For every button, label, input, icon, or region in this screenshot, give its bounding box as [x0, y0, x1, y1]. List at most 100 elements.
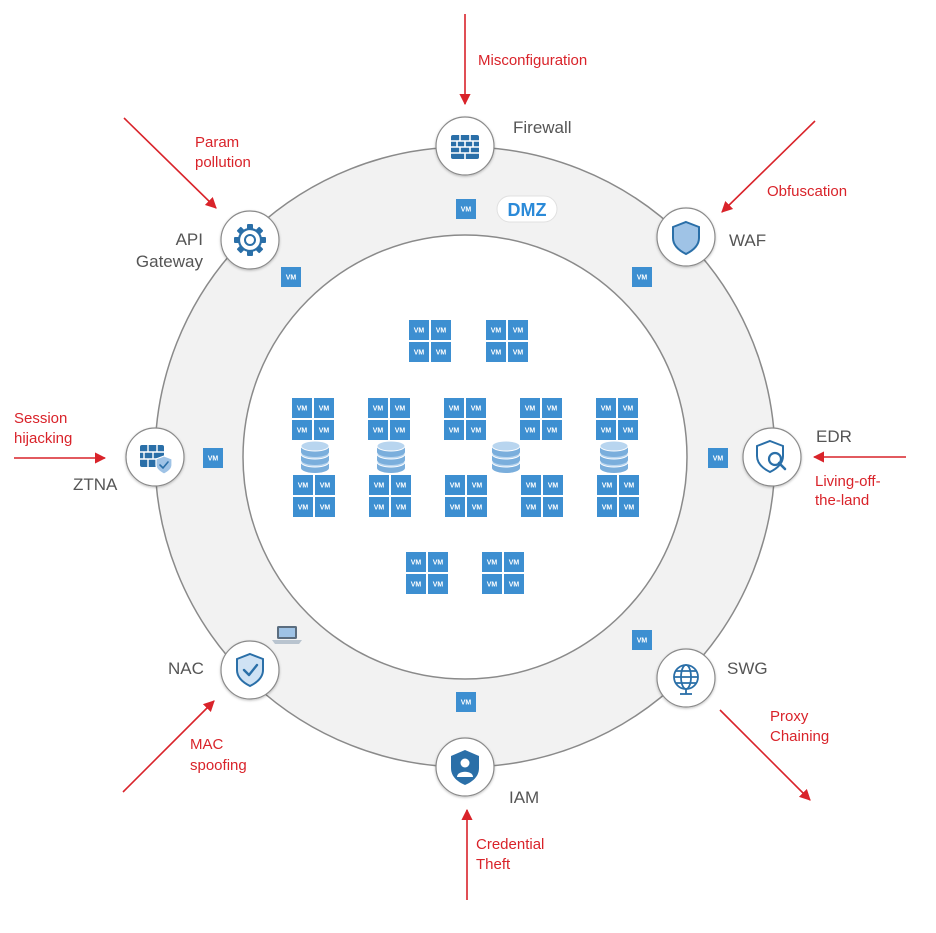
- vm-label: VM: [395, 406, 406, 413]
- vm-label: VM: [461, 700, 472, 707]
- shield-search-icon: [756, 439, 787, 474]
- vm-label: VM: [623, 428, 634, 435]
- node-nac[interactable]: [220, 640, 280, 700]
- attack-proxy-chaining-line2: Chaining: [770, 728, 829, 745]
- node-swg[interactable]: [656, 648, 716, 708]
- vm-tile: VM: [467, 475, 487, 495]
- vm-tile: VM: [543, 475, 563, 495]
- node-firewall[interactable]: [435, 116, 495, 176]
- vm-label: VM: [449, 428, 460, 435]
- shield-icon: [672, 220, 700, 256]
- label-edr: EDR: [816, 427, 852, 446]
- vm-tile: VM: [391, 475, 411, 495]
- vm-tile: VM: [369, 475, 389, 495]
- vm-tile: VM: [619, 475, 639, 495]
- node-api-gateway[interactable]: [220, 210, 280, 270]
- internal-databases: [300, 440, 629, 473]
- vm-label: VM: [436, 350, 447, 357]
- vm-tile: VM: [445, 475, 465, 495]
- vm-label: VM: [297, 428, 308, 435]
- node-waf[interactable]: [656, 207, 716, 267]
- vm-label: VM: [411, 582, 422, 589]
- vm-label: VM: [472, 483, 483, 490]
- vm-tile: VM: [406, 574, 426, 594]
- vm-label: VM: [487, 582, 498, 589]
- vm-tile: VM: [504, 574, 524, 594]
- vm-label: VM: [436, 328, 447, 335]
- vm-tile: VM: [444, 398, 464, 418]
- firewall-brick-icon: [451, 135, 479, 159]
- vm-tile: VM: [314, 420, 334, 440]
- vm-tile: VM: [618, 420, 638, 440]
- vm-tile: VM: [292, 420, 312, 440]
- vm-label: VM: [509, 582, 520, 589]
- vm-label: VM: [602, 483, 613, 490]
- vm-label: VM: [547, 406, 558, 413]
- vm-label: VM: [509, 560, 520, 567]
- vm-label: VM: [411, 560, 422, 567]
- vm-tile: VM: [293, 475, 313, 495]
- attack-living-off-the-land-line2: the-land: [815, 492, 869, 509]
- node-iam[interactable]: [435, 737, 495, 797]
- database-icon: [491, 440, 521, 473]
- vm-tile: VM: [314, 398, 334, 418]
- vm-tile: VM: [444, 420, 464, 440]
- vm-tile: VM: [315, 497, 335, 517]
- vm-tile: VM: [431, 320, 451, 340]
- label-api-gateway-line1: API: [176, 230, 203, 249]
- label-swg: SWG: [727, 659, 768, 678]
- attack-credential-theft-line2: Theft: [476, 856, 511, 873]
- arrow-obfuscation: [721, 120, 816, 213]
- vm-label: VM: [471, 428, 482, 435]
- vm-label: VM: [461, 207, 472, 214]
- vm-label: VM: [373, 428, 384, 435]
- label-iam: IAM: [509, 788, 539, 807]
- label-firewall: Firewall: [513, 118, 572, 137]
- ring-vm: VM: [708, 448, 728, 468]
- attack-session-hijacking-line1: Session: [14, 410, 67, 427]
- vm-tile: VM: [486, 320, 506, 340]
- vm-tile: VM: [315, 475, 335, 495]
- vm-label: VM: [471, 406, 482, 413]
- vm-tile: VM: [445, 497, 465, 517]
- vm-label: VM: [601, 428, 612, 435]
- dmz-label-text: DMZ: [508, 200, 547, 220]
- vm-label: VM: [414, 350, 425, 357]
- vm-tile: VM: [521, 475, 541, 495]
- vm-tile: VM: [406, 552, 426, 572]
- attack-misconfiguration: Misconfiguration: [478, 52, 587, 69]
- vm-label: VM: [624, 483, 635, 490]
- vm-tile: VM: [542, 398, 562, 418]
- vm-label: VM: [547, 428, 558, 435]
- label-waf: WAF: [729, 231, 766, 250]
- vm-label: VM: [491, 350, 502, 357]
- ring-vm: VM: [456, 692, 476, 712]
- vm-tile: VM: [292, 398, 312, 418]
- node-ztna[interactable]: [125, 427, 185, 487]
- arrow-proxy-chaining: [719, 709, 811, 801]
- vm-tile: VM: [390, 398, 410, 418]
- label-nac: NAC: [168, 659, 204, 678]
- node-edr[interactable]: [742, 427, 802, 487]
- vm-tile: VM: [467, 497, 487, 517]
- internal-network-circle: [242, 234, 688, 680]
- vm-cluster: VM VM VM VM: [444, 398, 486, 440]
- vm-label: VM: [623, 406, 634, 413]
- vm-label: VM: [395, 428, 406, 435]
- shield-check-icon: [236, 652, 264, 688]
- ring-vm: VM: [281, 267, 301, 287]
- vm-tile: VM: [368, 420, 388, 440]
- vm-label: VM: [320, 505, 331, 512]
- vm-tile: VM: [618, 398, 638, 418]
- vm-tile: VM: [504, 552, 524, 572]
- globe-icon: [673, 664, 699, 695]
